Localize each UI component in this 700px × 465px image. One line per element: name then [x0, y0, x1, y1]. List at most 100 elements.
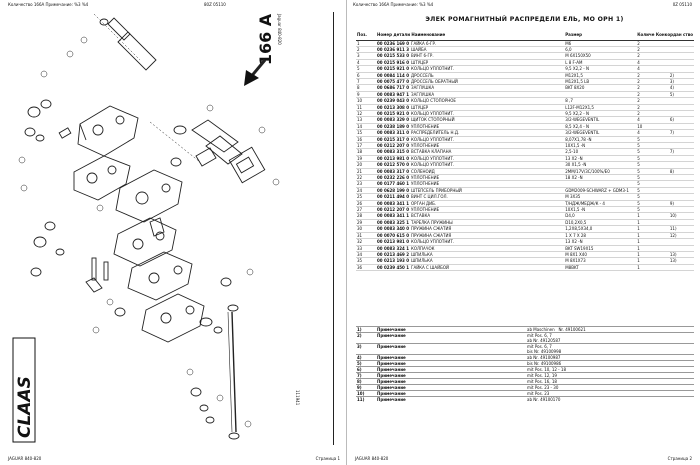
note-ref-cell	[668, 187, 694, 195]
quantity-cell: 1	[636, 251, 669, 259]
position-cell: 26	[356, 200, 376, 208]
size-cell: 8,5 X2,4 - N	[564, 123, 637, 131]
note-label: Примечание	[376, 390, 526, 397]
page-footer-model: JAGUAR 840-820	[355, 456, 389, 461]
size-cell: 3/2-WEGEVENTIL	[564, 116, 637, 124]
quantity-cell: 2	[636, 52, 669, 60]
position-cell: 25	[356, 193, 376, 201]
position-cell: 8	[356, 84, 376, 92]
position-cell: 2	[356, 46, 376, 54]
note-text: mit Pos. 23 - 30	[526, 384, 694, 391]
description-cell: КОЛЬЦО УПЛОТНИТ.	[410, 238, 565, 246]
description-cell: ЩИТОК СТОПОРНЫЙ	[410, 116, 565, 124]
part-number-cell: 00 0686 717 0	[376, 84, 411, 92]
note-ref-cell	[668, 245, 694, 252]
position-cell: 21	[356, 168, 376, 176]
note-ref-cell	[668, 174, 694, 182]
note-ref-cell	[668, 110, 694, 118]
quantity-cell: 5	[636, 155, 669, 163]
description-cell: КОЛЬЦО УПЛОТНИТ.	[410, 65, 565, 73]
description-cell: ВИНТ С ЦИЛ.ГОЛ.	[410, 193, 565, 201]
part-number-cell: 00 0238 189 0	[376, 123, 411, 131]
quantity-cell: 1	[636, 238, 669, 246]
size-cell: M 8X1 X40	[564, 251, 637, 259]
position-cell: 36	[356, 264, 376, 272]
position-cell: 22	[356, 174, 376, 182]
frame-line	[333, 12, 334, 445]
size-cell: 3/2-WEGEVENTIL	[564, 129, 637, 137]
description-cell: УПЛОТНЕНИЕ	[410, 142, 565, 150]
position-cell: 1	[356, 40, 376, 47]
note-ref-cell: 11)	[668, 225, 694, 233]
size-cell: M 3X35	[564, 193, 637, 201]
note-ref-cell	[668, 136, 694, 144]
description-cell: ПРУЖИНА СЖАТИЯ	[410, 232, 565, 240]
description-cell: УПЛОТНЕНИЕ	[410, 180, 565, 188]
page-footer-number: Страница 1	[315, 456, 340, 461]
note-ref-cell	[668, 219, 694, 227]
quantity-cell: 5	[636, 206, 669, 214]
note-ref-cell	[668, 97, 694, 105]
note-label: Примечание	[376, 384, 526, 391]
position-cell: 30	[356, 225, 376, 233]
size-cell: 9,5 X2,2 - N	[564, 65, 637, 73]
part-number-cell: 00 0083 341 1	[376, 200, 411, 208]
part-number-cell: 00 0083 325 1	[376, 219, 411, 227]
position-cell: 23	[356, 180, 376, 188]
description-cell: ШТУЦЕР	[410, 59, 565, 67]
position-cell: 15	[356, 129, 376, 137]
position-cell: 28	[356, 212, 376, 220]
note-text: mit Pos. 12, 19	[526, 372, 694, 379]
description-cell: ВИНТ 6-ГР.	[410, 52, 565, 60]
part-number-cell: 00 0239 450 1	[376, 264, 411, 272]
note-text: ab Nr. 49100987	[526, 354, 694, 361]
position-cell: 29	[356, 219, 376, 227]
drawing-page: Количество 166A Примечание: %3 %4 80Z 05…	[0, 0, 347, 465]
quantity-cell: 10	[636, 123, 669, 131]
part-number-cell: 00 0083 341 1	[376, 212, 411, 220]
size-cell: BKT SW19X15	[564, 245, 637, 252]
part-number-cell: 00 0628 199 0	[376, 187, 411, 195]
size-cell: 8,07X1,78 -N	[564, 136, 637, 144]
description-cell: ВСТАВКА КЛАПАНА	[410, 148, 565, 156]
page-header-code: 80Z 05110	[204, 2, 226, 7]
note-label: Примечание	[376, 354, 526, 361]
quantity-cell: 2	[636, 110, 669, 118]
quantity-cell: 5	[636, 187, 669, 195]
note-ref-cell	[668, 46, 694, 54]
description-cell: ЗАГЛУШКА	[410, 84, 565, 92]
position-cell: 14	[356, 123, 376, 131]
quantity-cell: 5	[636, 168, 669, 176]
size-cell: 8 ,7	[564, 97, 637, 105]
part-number-cell: 00 0083 340 0	[376, 225, 411, 233]
size-cell: 9,5 X2,2 - N	[564, 110, 637, 118]
description-cell: ШАЙБА	[410, 46, 565, 54]
size-cell: L 8 F-AM	[564, 59, 637, 67]
size-cell: 1 X 7 X 28	[564, 232, 637, 240]
part-number-cell: 00 0232 226 0	[376, 174, 411, 182]
part-number-cell: 00 0213 981 0	[376, 238, 411, 246]
note-ref-cell: 3)	[668, 78, 694, 86]
part-number-cell: 00 0212 570 0	[376, 161, 411, 169]
description-cell: КОЛЬЦО УПЛОТНИТ.	[410, 155, 565, 163]
part-number-cell: 00 0213 193 0	[376, 257, 411, 265]
position-cell: 35	[356, 257, 376, 265]
note-text: mit Pos. 23	[526, 390, 694, 397]
position-cell: 24	[356, 187, 376, 195]
size-cell: 10X1,5 -N	[564, 142, 637, 150]
description-cell: ОРГАН ДИБ.	[410, 200, 565, 208]
position-cell: 34	[356, 251, 376, 259]
quantity-cell: 5	[636, 136, 669, 144]
note-text: mit Pos. 16, 18	[526, 378, 694, 385]
